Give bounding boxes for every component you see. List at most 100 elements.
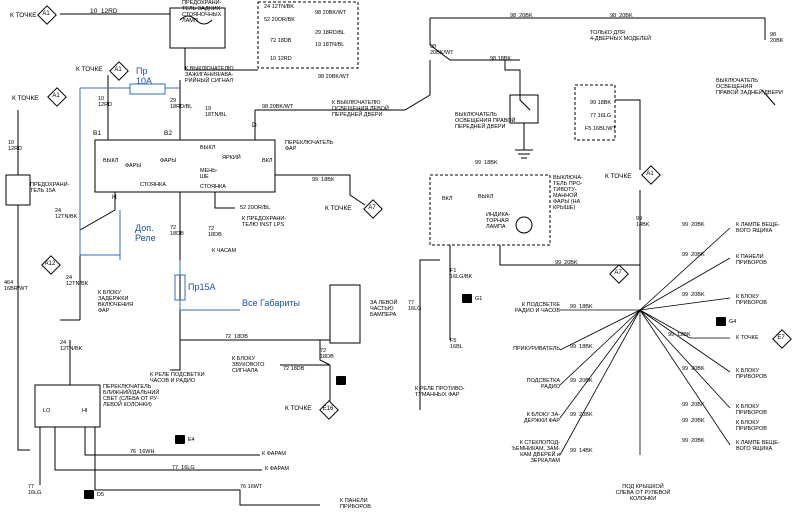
fuse-10a-added [129, 83, 166, 95]
label-lo: LO [43, 408, 51, 414]
fuse-15a [5, 174, 31, 206]
label-predohr-15a: ПРЕДОХРАНИ- ТЕЛЬ 15А [30, 182, 70, 194]
label-vykl-1: ВЫКЛ [103, 158, 119, 164]
connector-e7-label: E7 [777, 335, 785, 341]
label-r-k-bloku-3: К БЛОКУ ПРИБОРОВ [736, 404, 767, 416]
ground-g4-label: G4 [729, 319, 737, 325]
label-box-10: 10 12RD [270, 56, 292, 62]
label-k-predohr-inst: К ПРЕДОХРАНИ- ТЕЛЮ INST LPS [242, 216, 287, 228]
connector-a1-top-label: A1 [42, 11, 50, 17]
label-wire-72-d: 72 18DB [283, 366, 305, 372]
label-l-k-bloku-zad: К БЛОКУ ЗА- ДЕРЖКИ ФАР [523, 412, 560, 424]
ground-tag-g4 [716, 317, 726, 326]
ground-e4-label: E4 [188, 437, 195, 443]
label-k-tochke-top: К ТОЧКЕ [10, 12, 37, 19]
label-wire-99-b: 99 18BK [475, 160, 498, 166]
label-l-k-stekl: К СТЕКЛОПОД- ЪЕМНИКАМ, ЗАМ- КАМ ДВЕРЕЙ и… [511, 440, 560, 464]
label-pod-kryshkoy: ПОД КРЫШКОЙ СЛЕВА ОТ РУЛЕВОЙ КОЛОНКИ [615, 484, 671, 502]
label-wire-98-18bk: 98 18BK [490, 56, 512, 62]
label-d: D [252, 122, 257, 129]
label-dop-rele: Доп. Реле [135, 223, 156, 243]
label-pereklyuch-bl: ПЕРЕКЛЮЧАТЕЛЬ БЛИЖНИЙ/ДАЛЬНИЙ СВЕТ (СЛЕВ… [103, 384, 160, 408]
label-vykl-protiv: ВЫКЛЮЧА- ТЕЛЬ ПРО- ТИВОТУ- МАННОЙ ФАРЫ (… [553, 175, 583, 211]
ground-tag-g1 [462, 294, 472, 303]
label-wire-77-b: 77 16LG [28, 484, 42, 496]
label-k-tochke-e16: К ТОЧКЕ [285, 405, 312, 412]
dimmer-switch-box [34, 384, 101, 428]
label-wire-77-c: 77 16LG [408, 300, 422, 312]
label-wire-24: 24 12TN/BK [55, 208, 78, 220]
label-wire-24-c: 24 12TN/BK [60, 340, 83, 352]
label-box-98: 98 20BK/WT [315, 10, 347, 16]
label-wl-2: 99 18BK [570, 344, 593, 350]
label-h: H [112, 194, 117, 201]
label-fary-2: ФАРЫ [160, 158, 177, 164]
label-wire-98-r: 98 20BK [770, 32, 784, 44]
label-wire-72-b: 72 18DB [208, 226, 222, 238]
label-wire-72-c: 72 18DB [225, 334, 248, 340]
rear-park-fuse [169, 7, 226, 49]
label-vse-gabarity: Все Габариты [242, 298, 300, 308]
label-wire-10-12rd: 10 12RD [90, 8, 118, 15]
label-box-72: 72 18DB [270, 38, 292, 44]
label-menshe: МЕНЬ- ШЕ [200, 168, 218, 180]
headlight-switch-box [94, 139, 276, 193]
label-k-faram-1: К ФАРАМ [262, 451, 287, 457]
label-k-tochke-a11: К ТОЧКЕ [605, 173, 632, 180]
bumper-connector [329, 284, 361, 344]
label-tolko-4: ТОЛЬКО ДЛЯ 4-ДВЕРНЫХ МОДЕЛЕЙ [590, 30, 652, 42]
label-wire-464: 464 16BR/WT [4, 280, 28, 292]
label-rbox-99: 99 18BK [590, 100, 612, 106]
connector-e16-label: E16 [322, 406, 334, 412]
label-wire-99-18bk: 99 18BK [312, 177, 335, 183]
ground-star [559, 227, 731, 456]
connector-a11-label: A1 [646, 171, 654, 177]
label-r-k-bloku-2: К БЛОКУ ПРИБОРОВ [736, 368, 767, 380]
label-wire-72-e: 72 18DB [320, 348, 334, 360]
label-rear-fuse: ПРЕДОХРАНИ- ТЕЛЬ ЗАДНИХ СТОЯНОЧНЫХ ЛАМП [182, 0, 222, 24]
label-k-tochke-a1: К ТОЧКЕ [76, 66, 103, 73]
label-wr-3: 99 20BK [682, 292, 705, 298]
label-wire-76: 76 16WH [130, 449, 155, 455]
label-vykl-prav: ВЫКЛЮЧАТЕЛЬ ОСВЕЩЕНИЯ ПРАВОЙ ПЕРЕДНЕЙ ДВ… [455, 112, 516, 130]
label-vykl-2: ВЫКЛ [200, 145, 216, 151]
label-wr-7: 99 20BK [682, 418, 705, 424]
label-stoyanka: СТОЯНКА [140, 182, 166, 188]
label-wire-52: 52 20OR/BL [240, 205, 271, 211]
label-wire-98-mid: 98 20BK/WT [430, 44, 454, 56]
label-fary: ФАРЫ [125, 163, 142, 169]
label-box-24: 24 12TN/BK [264, 4, 294, 10]
label-wire-98-wt: 98 20BK/WT [262, 104, 294, 110]
label-r-k-lampe-2: К ЛАМПЕ ВЕЩЕ- ВОГО ЯЩИКА [736, 440, 780, 452]
label-k-rele-prot: К РЕЛЕ ПРОТИВО- ТУМАННЫХ ФАР [415, 386, 465, 398]
right-connector-box [574, 84, 616, 141]
connector-a7-right-label: A7 [614, 270, 622, 276]
label-k-vykl-zazh: К ВЫКЛЮЧАТЕЛЮ ЗАЖИГАНИЯ/АВА- РИЙНЫЙ СИГН… [185, 66, 234, 84]
label-wire-98-top2: 98 20BK [610, 13, 633, 19]
label-wr-5: 99 20BK [682, 366, 705, 372]
label-indik: ИНДИКА- ТОРНАЯ ЛАМПА [486, 212, 511, 230]
label-wire-98-wt2: 98 20BK/WT [318, 74, 350, 80]
label-k-rele-podsv: К РЕЛЕ ПОДСВЕТКИ ЧАСОВ И РАДИО [150, 372, 205, 384]
ground-tag-d5 [84, 490, 94, 499]
label-k-bloku-zad: К БЛОКУ ЗАДЕРЖКИ ВКЛЮЧЕНИЯ ФАР [98, 290, 134, 314]
label-rbox-77: 77 16LG [590, 113, 612, 119]
label-wire-77: 77 16LG [172, 465, 195, 471]
label-k-vykl-lev: К ВЫКЛЮЧАТЕЛЮ ОСВЕЩЕНИЯ ЛЕВОЙ ПЕРЕДНЕЙ Д… [332, 100, 389, 118]
label-r-k-bloku-1: К БЛОКУ ПРИБОРОВ [736, 294, 767, 306]
label-wire-10-b: 10 12RD [98, 96, 113, 108]
label-pr10a: Пр 10А [136, 66, 153, 86]
label-wire-98-top: 98 20BK [510, 13, 533, 19]
label-r-k-lampe: К ЛАМПЕ ВЕЩЕ- ВОГО ЯЩИКА [736, 222, 780, 234]
label-vkl: ВКЛ [262, 158, 273, 164]
label-wire-10-c: 10 12RD [8, 140, 23, 152]
connector-a12-label: A12 [44, 261, 56, 267]
label-box-52: 52 20OR/BK [264, 17, 295, 23]
label-wl-3: 99 20BK [570, 378, 593, 384]
ground-tag-e3 [336, 376, 346, 385]
label-pr15a: Пр15А [188, 282, 216, 292]
ground-g1-label: G1 [475, 296, 483, 302]
label-wl-4: 99 20BK [570, 412, 593, 418]
label-wire-19: 19 18TN/BL [205, 106, 227, 118]
